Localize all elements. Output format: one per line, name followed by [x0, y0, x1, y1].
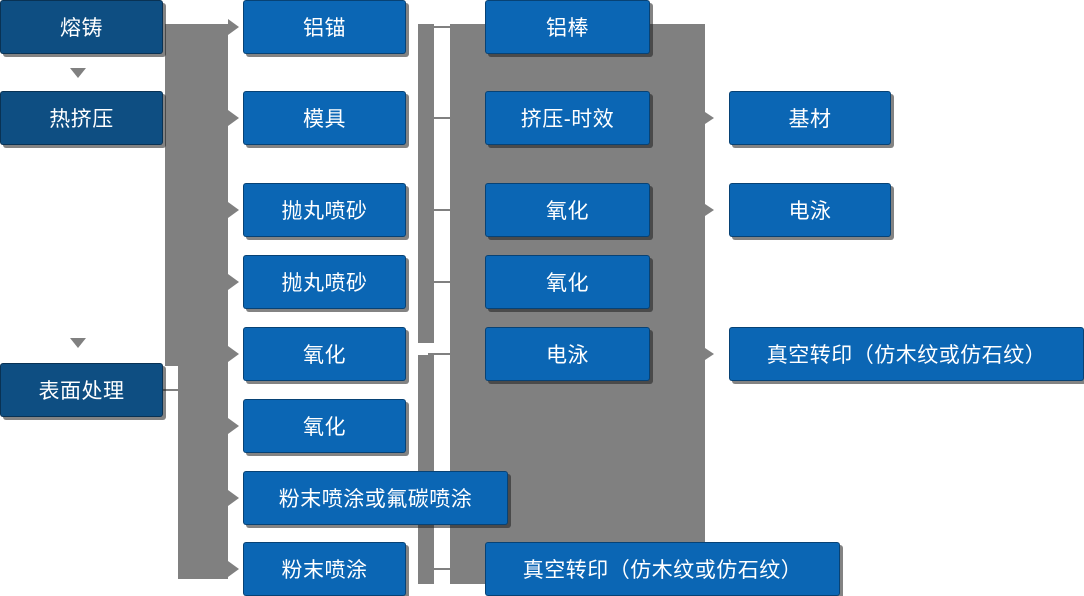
node-oxidation-1[interactable]: 氧化 [243, 327, 406, 381]
node-shot-blasting-2-label: 抛丸喷砂 [281, 272, 368, 295]
stub-surface-treatment [163, 389, 183, 391]
mid-tick-6 [428, 568, 454, 570]
node-oxidation-3[interactable]: 氧化 [485, 183, 650, 237]
node-base-material-label: 基材 [788, 108, 832, 131]
mid-left-gray-bar-lower [418, 355, 434, 584]
node-powder-coating-label: 粉末喷涂 [281, 559, 368, 582]
node-aluminium-ingot-label: 铝锚 [303, 17, 346, 40]
node-extrusion-aging-label: 挤压-时效 [520, 108, 615, 131]
arrow-to-base-material [705, 112, 714, 124]
arrow-to-electrophoresis-2 [705, 204, 714, 216]
node-shot-blasting-1-label: 抛丸喷砂 [281, 200, 368, 223]
stage-hot-extrusion-label: 热挤压 [49, 108, 114, 131]
arrow-to-oxidation-1 [228, 346, 239, 362]
node-mould[interactable]: 模具 [243, 91, 406, 145]
mid-left-gray-bar [418, 24, 434, 343]
node-electrophoresis-2[interactable]: 电泳 [729, 183, 891, 237]
node-powder-coating[interactable]: 粉末喷涂 [243, 542, 406, 596]
stage-melt-cast[interactable]: 熔铸 [0, 0, 163, 54]
mid-tick-1 [428, 26, 454, 28]
node-oxidation-3-label: 氧化 [546, 200, 589, 223]
down-arrow-melt-to-extrusion [70, 68, 86, 78]
node-vacuum-transfer-1-label: 真空转印（仿木纹或仿石纹） [522, 559, 803, 582]
node-vacuum-transfer-2[interactable]: 真空转印（仿木纹或仿石纹） [729, 327, 1084, 381]
node-oxidation-1-label: 氧化 [303, 344, 346, 367]
arrow-to-powder-or-pvdf [228, 490, 239, 506]
left-gray-trunk [165, 24, 228, 366]
node-base-material[interactable]: 基材 [729, 91, 891, 145]
arrow-to-mould [228, 110, 239, 126]
stage-surface-treatment-label: 表面处理 [38, 380, 125, 403]
arrow-to-powder-coating [228, 561, 239, 577]
node-aluminium-bar[interactable]: 铝棒 [485, 0, 650, 54]
node-aluminium-ingot[interactable]: 铝锚 [243, 0, 406, 54]
left-gray-stem [178, 360, 228, 579]
arrow-to-shot-blasting-2 [228, 274, 239, 290]
node-vacuum-transfer-2-label: 真空转印（仿木纹或仿石纹） [766, 344, 1047, 367]
arrow-to-aluminium-ingot [228, 19, 239, 35]
node-electrophoresis-2-label: 电泳 [788, 200, 832, 223]
arrow-to-shot-blasting-1 [228, 202, 239, 218]
stage-hot-extrusion[interactable]: 热挤压 [0, 91, 163, 145]
node-shot-blasting-1[interactable]: 抛丸喷砂 [243, 183, 406, 237]
mid-tick-4 [428, 281, 454, 283]
node-oxidation-2-label: 氧化 [303, 416, 346, 439]
down-arrow-to-surface-treatment [70, 338, 86, 348]
node-mould-label: 模具 [303, 108, 346, 131]
node-electrophoresis-1-label: 电泳 [546, 344, 589, 367]
node-electrophoresis-1[interactable]: 电泳 [485, 327, 650, 381]
stage-surface-treatment[interactable]: 表面处理 [0, 363, 163, 417]
node-oxidation-4-label: 氧化 [546, 272, 589, 295]
stage-melt-cast-label: 熔铸 [60, 17, 103, 40]
node-aluminium-bar-label: 铝棒 [546, 17, 589, 40]
mid-tick-5 [428, 353, 454, 355]
mid-tick-2 [428, 117, 454, 119]
node-oxidation-2[interactable]: 氧化 [243, 399, 406, 453]
node-vacuum-transfer-1[interactable]: 真空转印（仿木纹或仿石纹） [485, 542, 840, 596]
arrow-to-vacuum-transfer-2 [705, 348, 714, 360]
mid-tick-3 [428, 209, 454, 211]
arrow-to-oxidation-2 [228, 418, 239, 434]
node-powder-or-pvdf-label: 粉末喷涂或氟碳喷涂 [278, 488, 473, 511]
node-shot-blasting-2[interactable]: 抛丸喷砂 [243, 255, 406, 309]
node-powder-or-pvdf[interactable]: 粉末喷涂或氟碳喷涂 [243, 471, 508, 525]
node-extrusion-aging[interactable]: 挤压-时效 [485, 91, 650, 145]
node-oxidation-4[interactable]: 氧化 [485, 255, 650, 309]
